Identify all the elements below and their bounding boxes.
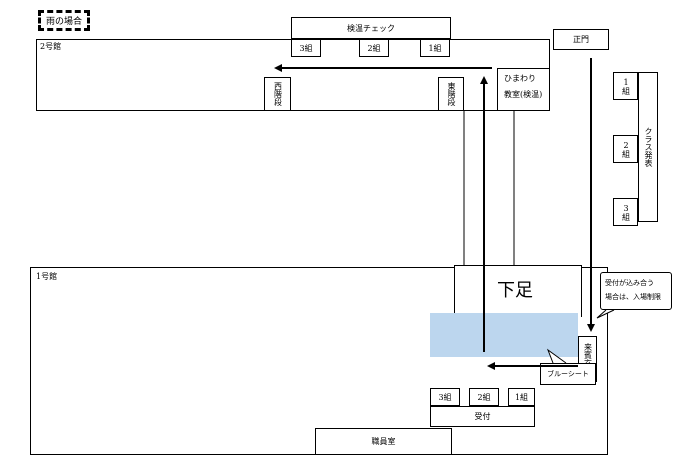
congestion-callout: 受付が込み合う 場合は、入場制限 (600, 272, 672, 310)
class-announcement-board: クラス発表 (638, 72, 658, 222)
temp-check-class-3: 3組 (291, 39, 321, 57)
building-1-label: 1号館 (36, 272, 58, 281)
blue-sheet-callout: ブルーシート (540, 363, 596, 385)
building-2-label: 2号館 (40, 42, 62, 51)
announce-class-3: 3組 (613, 198, 638, 226)
reception-class-2: 2組 (469, 388, 499, 406)
announce-class-1: 1組 (613, 72, 638, 100)
blue-sheet-area (430, 313, 578, 357)
reception-desk: 受付 (430, 406, 535, 427)
himawari-room: ひまわり 教室(検温) (497, 68, 550, 111)
reception-class-3: 3組 (430, 388, 460, 406)
rain-case-label: 雨の場合 (38, 10, 90, 31)
shoe-area-label: 下足 (497, 280, 533, 301)
temp-check-box: 検温チェック (291, 17, 451, 39)
congestion-callout-line-2: 場合は、入場制限 (605, 293, 661, 301)
main-gate: 正門 (553, 29, 609, 50)
himawari-name: ひまわり (504, 74, 536, 83)
congestion-callout-tail (596, 309, 615, 319)
temp-check-class-1: 1組 (420, 39, 450, 57)
west-stairs: 西階段 (264, 77, 291, 111)
reception-class-1: 1組 (508, 388, 535, 406)
shoe-area (454, 265, 582, 317)
east-stairs: 東階段 (438, 77, 464, 111)
announce-class-2: 2組 (613, 135, 638, 163)
himawari-temp-room: 教室(検温) (504, 90, 543, 99)
congestion-callout-line-1: 受付が込み合う (605, 279, 654, 287)
temp-check-class-2: 2組 (359, 39, 389, 57)
blue-sheet-callout-tail (546, 348, 567, 364)
staff-room: 職員室 (315, 428, 452, 455)
